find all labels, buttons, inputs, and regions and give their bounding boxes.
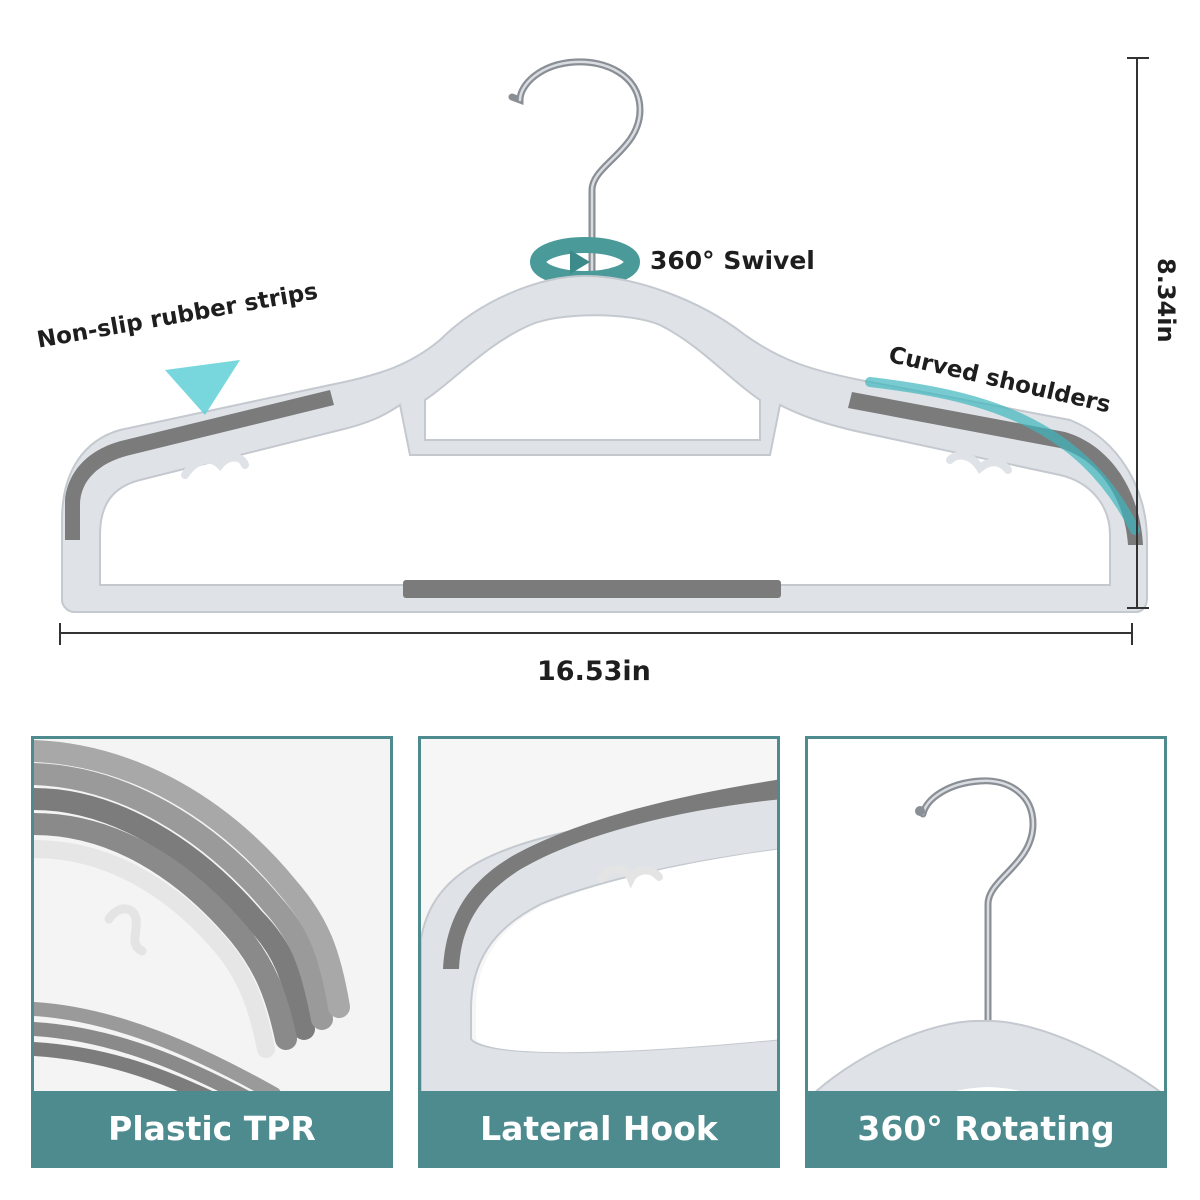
rubber-strip-left bbox=[65, 390, 334, 540]
nonslip-pointer-arrow-icon bbox=[165, 360, 240, 415]
lateral-hook-icon bbox=[597, 864, 663, 889]
lateral-hook-right-icon bbox=[946, 451, 1012, 474]
feature-panel-plastic: Plastic TPR bbox=[31, 736, 393, 1168]
feature-panel-lateral-hook: Lateral Hook bbox=[418, 736, 780, 1168]
width-dimension-line bbox=[59, 623, 1133, 645]
lateral-hook-icon bbox=[104, 904, 147, 956]
swivel-label: 360° Swivel bbox=[650, 246, 815, 275]
rubber-strip bbox=[443, 779, 777, 969]
rubber-strip-bottom bbox=[403, 580, 781, 598]
feature-panel-rotating: 360° Rotating bbox=[805, 736, 1167, 1168]
panel-caption-lateral: Lateral Hook bbox=[421, 1091, 777, 1165]
lateral-hook-left-icon bbox=[181, 453, 249, 479]
hanger-illustration bbox=[59, 57, 1149, 645]
rubber-strip-right bbox=[848, 392, 1143, 545]
width-measurement: 16.53in bbox=[537, 656, 651, 687]
height-measurement: 8.34in bbox=[1152, 258, 1180, 343]
panel-caption-rotating: 360° Rotating bbox=[808, 1091, 1164, 1165]
panel-caption-plastic: Plastic TPR bbox=[34, 1091, 390, 1165]
height-dimension-line bbox=[1127, 57, 1149, 609]
curved-shoulder-arc-icon bbox=[865, 377, 1140, 535]
